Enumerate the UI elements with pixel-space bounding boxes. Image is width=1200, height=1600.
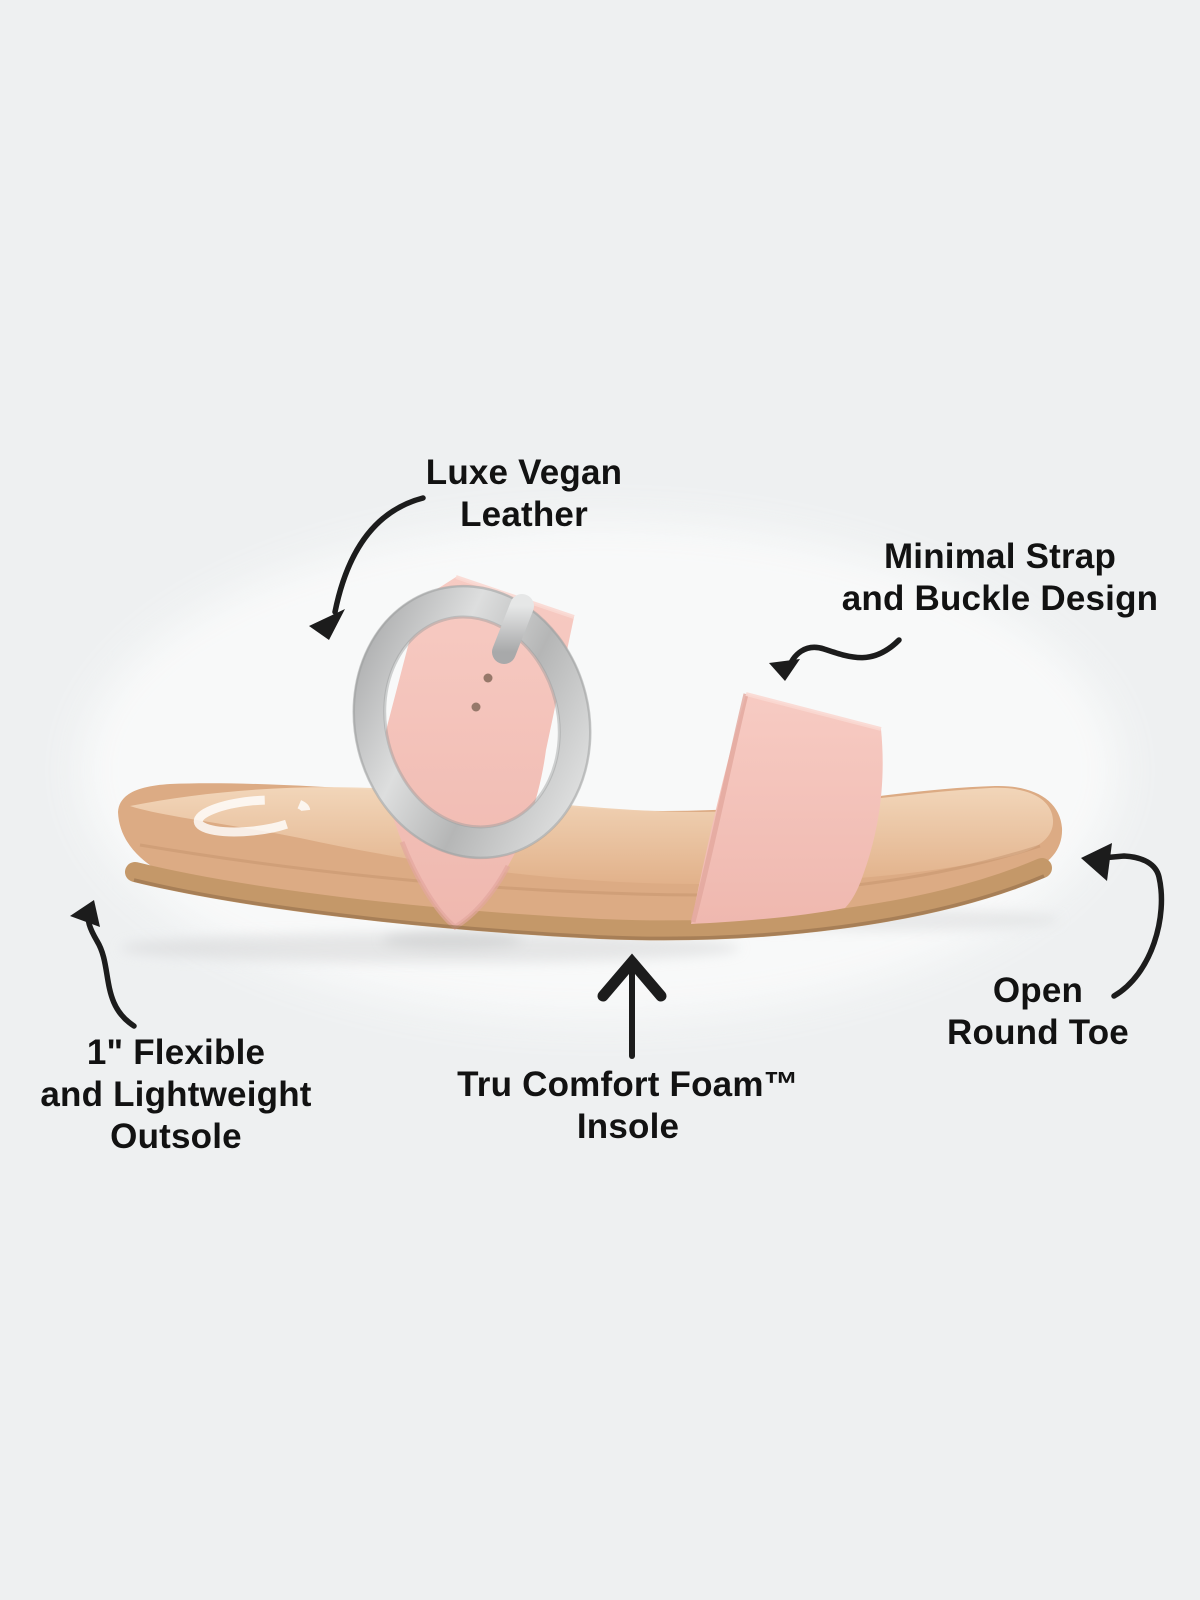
arrow-minimal-strap (769, 637, 902, 681)
strap-hole (483, 673, 493, 683)
callout-arrows (70, 495, 1165, 1059)
brand-logo-mark (193, 795, 311, 837)
feature-label-line: Open (992, 971, 1084, 1010)
feature-label-line: and Lightweight (40, 1075, 312, 1114)
feature-label-open-round-toe: Open Round Toe (868, 970, 1200, 1054)
feature-label-line: Insole (576, 1107, 680, 1146)
arrow-open-round-toe (1081, 843, 1165, 999)
feature-label-flexible-outsole: 1" Flexible and Lightweight Outsole (6, 1032, 346, 1158)
buckle-ring (352, 584, 592, 860)
feature-label-line: and Buckle Design (841, 579, 1159, 618)
front-strap (690, 692, 883, 924)
footbed-lip-line (139, 843, 1041, 897)
feature-label-comfort-foam-insole: Tru Comfort Foam™ Insole (418, 1064, 838, 1148)
outsole-bottom-line (133, 874, 1045, 941)
arrow-comfort-insole (597, 953, 667, 1059)
feature-label-line: Round Toe (947, 1013, 1129, 1052)
feature-label-line: Leather (460, 495, 588, 534)
feature-label-line: Luxe Vegan (425, 453, 623, 492)
feature-label-luxe-vegan-leather: Luxe Vegan Leather (354, 452, 694, 536)
feature-label-line: Tru Comfort Foam™ (457, 1065, 799, 1104)
arrow-luxe-vegan-leather (309, 495, 426, 640)
strap-hole (471, 702, 481, 712)
feature-label-line: Outsole (110, 1117, 242, 1156)
feature-label-line: Minimal Strap (883, 537, 1117, 576)
feature-label-minimal-strap-buckle: Minimal Strap and Buckle Design (780, 536, 1200, 620)
buckle-prong (492, 594, 534, 664)
outsole-band (125, 858, 1052, 941)
feature-label-line: 1" Flexible (86, 1033, 266, 1072)
arrow-flexible-outsole (70, 900, 137, 1029)
